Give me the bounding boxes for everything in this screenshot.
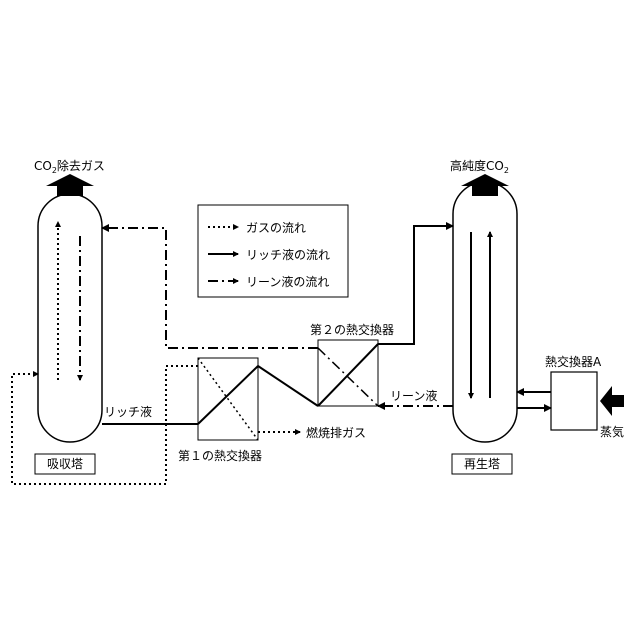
absorber-label: 吸収塔 — [47, 457, 83, 471]
rich-liquid-between-exchangers — [258, 366, 318, 406]
legend: ガスの流れ リッチ液の流れ リーン液の流れ — [198, 205, 348, 297]
heat-exchanger-a-label: 熱交換器A — [545, 354, 602, 369]
rich-liquid-label: リッチ液 — [104, 404, 152, 419]
high-purity-co2-label: 高純度CO2 — [450, 158, 509, 175]
legend-label-gas: ガスの流れ — [246, 221, 306, 235]
heat-exchanger-1-label: 第１の熱交換器 — [178, 448, 262, 463]
regenerator-tower — [453, 182, 517, 442]
legend-label-rich: リッチ液の流れ — [246, 247, 330, 262]
steam-label: 蒸気 — [600, 424, 624, 439]
regenerator-label: 再生塔 — [464, 457, 500, 471]
heat-exchanger-a — [551, 372, 597, 430]
heat-exchanger-2-label: 第２の熱交換器 — [310, 322, 394, 337]
lean-liquid-label: リーン液 — [390, 388, 437, 403]
steam-inlet-arrow — [600, 386, 624, 416]
legend-label-lean: リーン液の流れ — [246, 274, 329, 289]
absorber-tower — [38, 194, 102, 442]
co2-removed-gas-outlet-arrow — [46, 174, 94, 196]
co2-removed-gas-label: CO2除去ガス — [34, 158, 105, 175]
flue-gas-label: 燃焼排ガス — [306, 425, 366, 440]
